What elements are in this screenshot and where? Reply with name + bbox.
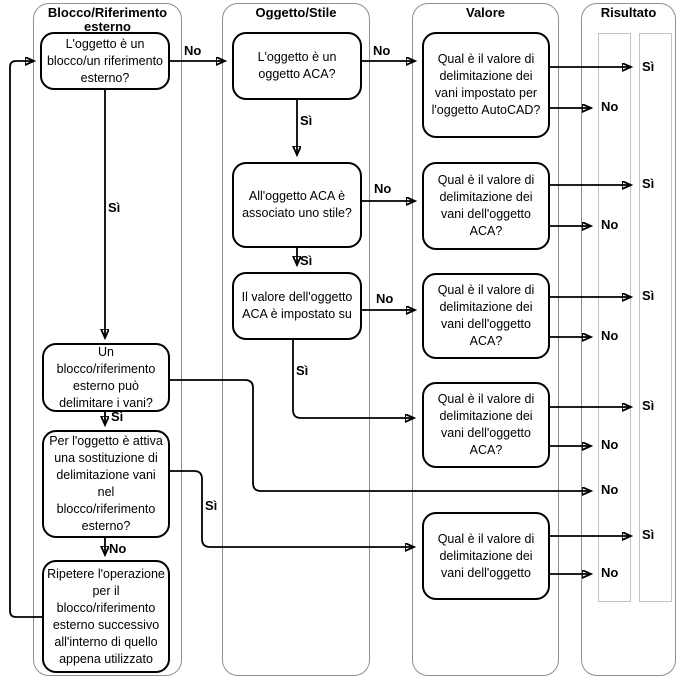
wire-o3-si-to-v4 — [292, 340, 413, 418]
node-override-active: Per l'oggetto è attiva una sostituzione … — [42, 430, 170, 538]
result-lane-no — [598, 33, 631, 602]
node-value-object: Qual è il valore di delimitazione dei va… — [422, 512, 550, 600]
column-title-blocco-line1: Blocco/Riferimento — [47, 5, 168, 20]
edge-label-si-l1: Sì — [108, 200, 121, 215]
wire-l3-si-to-v5 — [170, 470, 413, 547]
column-title-blocco-line2: esterno — [84, 19, 131, 34]
edge-label-si-o1: Sì — [300, 113, 313, 128]
edge-label-si-l3: Sì — [205, 498, 218, 513]
node-has-style: All'oggetto ACA è associato uno stile? — [232, 162, 362, 248]
node-is-block-xref: L'oggetto è un blocco/un riferimento est… — [40, 32, 170, 90]
node-repeat-operation: Ripetere l'operazione per il blocco/rife… — [42, 560, 170, 673]
result-lane-si — [639, 33, 672, 602]
column-title-risultato: Risultato — [600, 5, 657, 20]
edge-label-si-o3: Sì — [296, 363, 309, 378]
result-label-no-3: No — [601, 328, 619, 343]
edge-label-si-l2: Sì — [111, 409, 124, 424]
node-is-aca-object: L'oggetto è un oggetto ACA? — [232, 32, 362, 100]
node-block-can-bound: Un blocco/riferimento esterno può delimi… — [42, 343, 170, 412]
result-label-no-6: No — [601, 565, 619, 580]
node-aca-value-set: Il valore dell'oggetto ACA è impostato s… — [232, 272, 362, 340]
edge-label-si-o2: Sì — [300, 253, 313, 268]
result-label-no-5: No — [601, 482, 619, 497]
result-label-no-1: No — [601, 99, 619, 114]
result-label-no-4: No — [601, 437, 619, 452]
result-label-si-4: Sì — [642, 398, 655, 413]
edge-label-no-l3: No — [109, 541, 127, 556]
column-title-oggetto: Oggetto/Stile — [255, 5, 337, 20]
node-value-aca-3: Qual è il valore di delimitazione dei va… — [422, 382, 550, 468]
result-label-si-3: Sì — [642, 288, 655, 303]
result-label-si-2: Sì — [642, 176, 655, 191]
result-label-si-1: Sì — [642, 59, 655, 74]
edge-label-no-o2: No — [374, 181, 392, 196]
result-label-no-2: No — [601, 217, 619, 232]
edge-label-no-l1: No — [184, 43, 202, 58]
edge-label-no-o3: No — [376, 291, 394, 306]
edge-label-no-o1: No — [373, 43, 391, 58]
node-value-autocad-object: Qual è il valore di delimitazione dei va… — [422, 32, 550, 138]
node-value-aca-1: Qual è il valore di delimitazione dei va… — [422, 162, 550, 250]
wire-loop-l4-to-l1 — [9, 61, 42, 618]
wire-l2-to-result-no — [170, 379, 590, 491]
node-value-aca-2: Qual è il valore di delimitazione dei va… — [422, 273, 550, 359]
column-title-blocco: Blocco/Riferimento esterno — [33, 6, 182, 34]
column-title-valore: Valore — [465, 5, 506, 20]
result-label-si-5: Sì — [642, 527, 655, 542]
